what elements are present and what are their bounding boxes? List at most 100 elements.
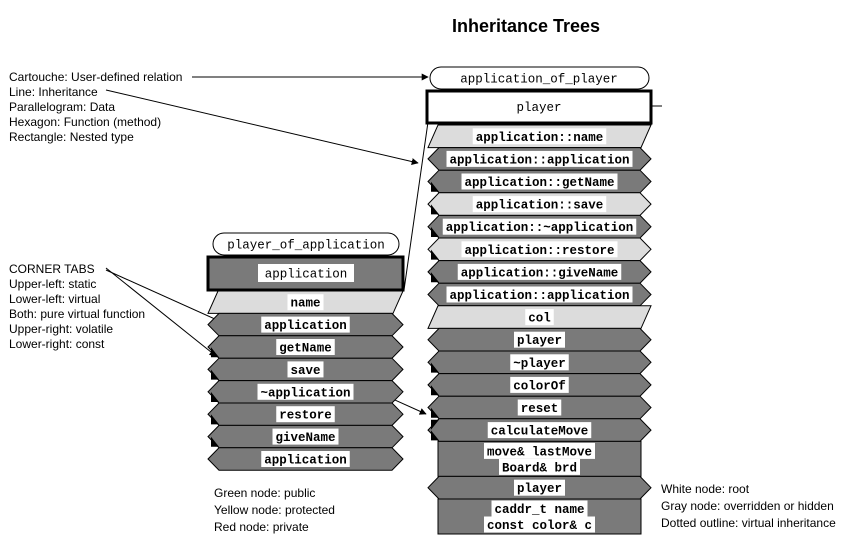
member-node-application-application[interactable]: application::application bbox=[427, 282, 652, 307]
legend-access: Green node: public Yellow node: protecte… bbox=[214, 485, 335, 536]
member-node-application[interactable]: application bbox=[207, 312, 404, 337]
member-label: application::~application bbox=[446, 221, 634, 235]
member-label: player bbox=[517, 482, 562, 496]
member-label: colorOf bbox=[513, 379, 566, 393]
member-node-givename[interactable]: giveName bbox=[207, 424, 404, 449]
member-node-col[interactable]: col bbox=[427, 305, 652, 329]
cartouche-label: player_of_application bbox=[227, 239, 385, 253]
member-label-bg bbox=[514, 331, 565, 348]
member-node-application-givename[interactable]: application::giveName bbox=[427, 260, 652, 284]
cartouche-node[interactable]: player_of_application bbox=[212, 232, 400, 256]
corner-tab-lower-left bbox=[211, 436, 219, 447]
inheritance-line bbox=[403, 121, 429, 291]
member-label-bg bbox=[484, 516, 595, 533]
member-node-player[interactable]: player bbox=[427, 327, 652, 352]
member-label-bg bbox=[446, 150, 633, 167]
member-label-bg bbox=[514, 479, 565, 496]
member-label-bg bbox=[499, 458, 580, 475]
member-label-bg bbox=[472, 196, 607, 213]
pointer-line bbox=[105, 89, 419, 165]
corner-tab-lower-left bbox=[431, 407, 439, 418]
member-label: application::application bbox=[449, 153, 629, 167]
root-label: application bbox=[265, 268, 348, 282]
member-label: ~application bbox=[260, 386, 350, 400]
member-label-bg bbox=[461, 241, 618, 258]
member-node-application-restore[interactable]: application::restore bbox=[427, 237, 652, 262]
root-node[interactable]: player bbox=[425, 89, 653, 125]
corner-tab-lower-left bbox=[211, 414, 219, 425]
legend-line: Parallelogram: Data bbox=[9, 100, 116, 114]
legend-line: Line: Inheritance bbox=[9, 85, 98, 99]
legend-line: Upper-left: static bbox=[9, 277, 97, 291]
legend-line: Gray node: overridden or hidden bbox=[661, 499, 834, 513]
member-label-bg bbox=[517, 399, 562, 416]
member-label-bg bbox=[272, 428, 339, 445]
legend-line: Dotted outline: virtual inheritance bbox=[661, 516, 836, 530]
legend-line: Both: pure virtual function bbox=[9, 307, 146, 321]
member-label: ~player bbox=[513, 357, 566, 371]
corner-tab-lower-left bbox=[431, 430, 439, 441]
member-label: Board& brd bbox=[502, 461, 577, 475]
root-node[interactable]: application bbox=[206, 255, 405, 292]
member-label: giveName bbox=[275, 431, 335, 445]
member-label: application::getName bbox=[464, 176, 614, 190]
legend-shapes: Cartouche: User-defined relation Line: I… bbox=[9, 70, 182, 145]
member-label-bg bbox=[446, 286, 633, 303]
member-label-bg bbox=[457, 263, 622, 280]
legend-line: Green node: public bbox=[214, 486, 316, 500]
member-label: const color& c bbox=[487, 519, 592, 533]
member-label: application::save bbox=[476, 199, 604, 213]
pointer-line bbox=[105, 267, 217, 357]
member-node-application-application[interactable]: application::~application bbox=[427, 214, 652, 239]
legend-line: CORNER TABS bbox=[9, 262, 95, 276]
member-label-bg bbox=[525, 309, 554, 326]
member-node-application-getname[interactable]: application::getName bbox=[427, 169, 652, 194]
member-label-bg bbox=[287, 294, 324, 311]
member-node-restore[interactable]: restore bbox=[207, 402, 404, 426]
legend-line: Rectangle: Nested type bbox=[9, 130, 134, 144]
legend-line: Hexagon: Function (method) bbox=[9, 115, 162, 129]
legend-line: Yellow node: protected bbox=[214, 503, 335, 517]
member-label-bg bbox=[461, 173, 618, 190]
member-node-getname[interactable]: getName bbox=[207, 335, 404, 359]
member-node-name[interactable]: name bbox=[207, 290, 404, 314]
member-node-application[interactable]: application bbox=[207, 447, 404, 471]
member-label-bg bbox=[261, 451, 350, 467]
member-label-bg bbox=[276, 339, 335, 355]
member-node-player[interactable]: ~player bbox=[427, 350, 652, 375]
member-node-calculatemove[interactable]: calculateMove bbox=[427, 418, 652, 442]
member-label: move& lastMove bbox=[487, 445, 592, 459]
member-node-reset[interactable]: reset bbox=[427, 395, 652, 420]
member-node-colorof[interactable]: colorOf bbox=[427, 373, 652, 397]
corner-tab-upper-left bbox=[431, 419, 439, 430]
member-node-application-application[interactable]: application::application bbox=[427, 147, 652, 171]
member-node-application-name[interactable]: application::name bbox=[427, 124, 652, 149]
member-label: name bbox=[290, 297, 320, 311]
corner-tab-lower-left bbox=[211, 347, 219, 358]
member-label: col bbox=[528, 312, 551, 326]
member-label-bg bbox=[472, 128, 607, 145]
cartouche-node[interactable]: application_of_player bbox=[429, 66, 650, 90]
member-node-save[interactable]: save bbox=[207, 357, 404, 382]
root-label: player bbox=[516, 101, 561, 115]
member-label: getName bbox=[279, 342, 332, 356]
corner-tab-lower-left bbox=[431, 227, 439, 237]
member-node-caddr-t-name-const-color-c[interactable]: caddr_t name const color& c bbox=[437, 498, 642, 535]
member-label-bg bbox=[487, 422, 592, 439]
member-label: caddr_t name bbox=[494, 503, 584, 517]
member-node-player[interactable]: player bbox=[427, 475, 652, 500]
corner-tab-lower-left bbox=[431, 385, 439, 396]
member-label-bg bbox=[510, 354, 569, 371]
left-tree: player_of_application application nameap… bbox=[206, 232, 405, 471]
member-node-application[interactable]: ~application bbox=[207, 380, 404, 404]
member-label: player bbox=[517, 334, 562, 348]
member-label-bg bbox=[261, 316, 350, 333]
right-tree: application_of_player player application… bbox=[425, 66, 653, 535]
corner-tab-lower-left bbox=[431, 204, 439, 215]
legend-line: Lower-right: const bbox=[9, 337, 105, 351]
member-node-application-save[interactable]: application::save bbox=[427, 192, 652, 216]
member-label: restore bbox=[279, 409, 332, 423]
legend-line: Upper-right: volatile bbox=[9, 322, 114, 336]
